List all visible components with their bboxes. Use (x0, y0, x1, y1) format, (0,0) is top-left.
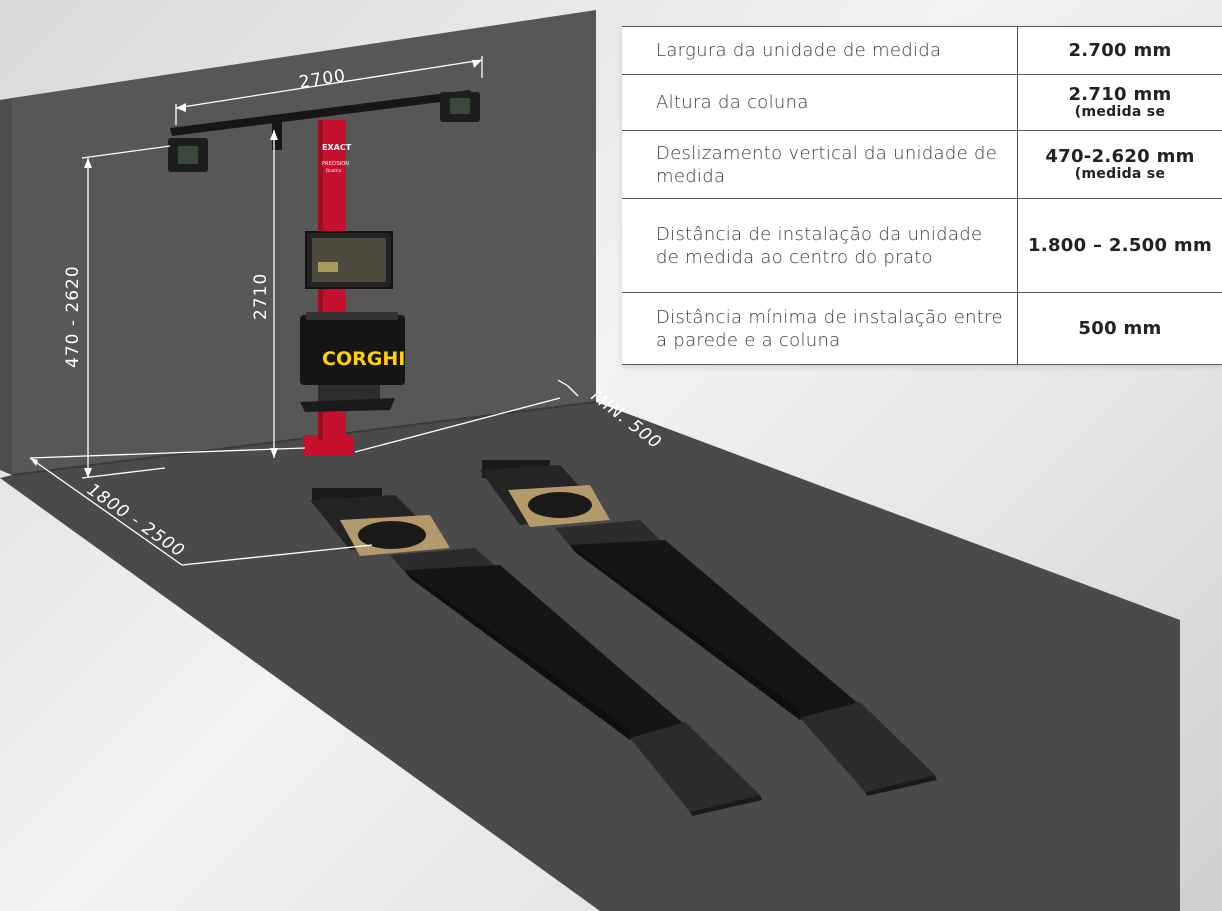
dimension-arrows (30, 60, 482, 478)
spec-table: Largura da unidade de medida 2.700 mm Al… (622, 26, 1222, 365)
spec-value: 470-2.620 mm(medida se (1017, 130, 1222, 199)
column-brand-text: EXACT (322, 143, 352, 152)
table-row: Distância de instalação da unidade de me… (622, 198, 1222, 293)
runway-right (480, 460, 937, 796)
column-model-text: PRECISION (322, 161, 349, 167)
table-row: Altura da coluna 2.710 mm(medida se (622, 74, 1222, 131)
spec-value: 1.800 – 2.500 mm (1017, 198, 1222, 293)
alignment-column: EXACT PRECISION Quattro CORGHI (300, 120, 405, 455)
back-wall (12, 10, 596, 475)
measuring-bar (168, 90, 480, 172)
column-variant-text: Quattro (326, 168, 342, 173)
spec-label: Distância mínima de instalação entre a p… (622, 292, 1018, 365)
installation-diagram: EXACT PRECISION Quattro CORGHI (0, 10, 1180, 911)
dim-vertical-travel: 470 - 2620 (63, 265, 83, 368)
spec-label: Largura da unidade de medida (622, 26, 1018, 75)
spec-label: Altura da coluna (622, 74, 1018, 131)
table-row: Deslizamento vertical da unidade de medi… (622, 130, 1222, 199)
spec-label: Deslizamento vertical da unidade de medi… (622, 130, 1018, 199)
spec-value: 2.710 mm(medida se (1017, 74, 1222, 131)
dimension-lines (29, 56, 579, 566)
spec-value: 500 mm (1017, 292, 1222, 365)
corghi-logo: CORGHI (322, 348, 405, 370)
table-row: Largura da unidade de medida 2.700 mm (622, 26, 1222, 75)
dim-column-height: 2710 (251, 273, 271, 320)
spec-note: (medida se (1074, 104, 1166, 120)
side-wall-edge (0, 98, 12, 475)
table-row: Distância mínima de instalação entre a p… (622, 292, 1222, 365)
spec-label: Distância de instalação da unidade de me… (622, 198, 1018, 293)
spec-value: 2.700 mm (1017, 26, 1222, 75)
spec-note: (medida se (1074, 166, 1166, 182)
